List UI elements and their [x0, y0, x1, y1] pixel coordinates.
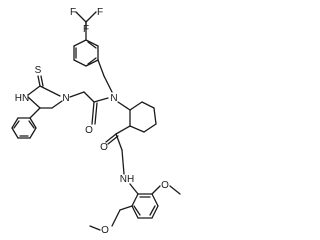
- bond-line: [153, 107, 157, 125]
- bond-line: [169, 185, 181, 195]
- bond-line: [143, 123, 157, 133]
- atom-label-s: S: [35, 65, 42, 76]
- bond-line: [117, 101, 131, 111]
- bond-line: [133, 205, 141, 216]
- atom-label-nh-amide: NH: [120, 174, 134, 185]
- bond-line: [69, 91, 85, 98]
- bond-line: [151, 185, 161, 195]
- bond-line: [129, 125, 145, 133]
- atom-label-hn: HN: [15, 93, 29, 104]
- bond-line: [131, 205, 139, 219]
- bond-line: [73, 59, 87, 67]
- bond-line: [115, 133, 123, 151]
- bond-line: [151, 205, 159, 219]
- bond-line: [13, 120, 20, 129]
- bond-line: [85, 11, 97, 23]
- bond-line: [11, 117, 19, 129]
- bond-line: [87, 41, 97, 49]
- bond-line: [103, 75, 113, 93]
- bond-line: [29, 107, 41, 119]
- bond-line: [37, 75, 41, 87]
- molecule-structure: F F F S HN N N O O NH O O: [11, 7, 181, 236]
- bond-line: [94, 102, 98, 125]
- bond-line: [149, 205, 156, 216]
- atom-label-f1: F: [70, 7, 76, 18]
- bond-line: [119, 205, 133, 211]
- bond-line: [97, 59, 105, 77]
- bond-line: [93, 97, 109, 103]
- bond-line: [89, 225, 101, 231]
- atom-label-o-amide: O: [100, 142, 108, 153]
- atom-label-n-ring: N: [62, 93, 69, 104]
- bond-line: [85, 59, 99, 67]
- bond-line: [28, 120, 35, 129]
- bond-line: [105, 133, 117, 143]
- bond-line: [129, 101, 143, 111]
- bond-line: [129, 183, 139, 195]
- bond-line: [131, 193, 139, 207]
- bond-line: [73, 39, 87, 47]
- bond-line: [29, 117, 37, 129]
- bond-line: [27, 96, 41, 109]
- bond-line: [40, 75, 44, 87]
- bond-line: [11, 127, 19, 139]
- bond-line: [91, 101, 95, 125]
- bond-line: [115, 125, 131, 135]
- atom-labels: F F F S HN N N O O NH O O: [15, 7, 169, 236]
- bond-line: [75, 11, 87, 23]
- atom-label-o-methoxy2: O: [101, 225, 109, 236]
- bond-line: [27, 85, 41, 96]
- atom-label-o-methoxy1: O: [161, 180, 169, 191]
- bond-line: [87, 57, 97, 65]
- atom-label-n-amine: N: [110, 93, 117, 104]
- bond-line: [85, 39, 99, 47]
- bond-line: [111, 209, 121, 227]
- bond-line: [51, 100, 63, 109]
- atom-label-f3: F: [83, 24, 89, 35]
- bond-line: [29, 127, 37, 139]
- atom-label-o-acyl: O: [85, 125, 93, 136]
- bond-line: [39, 85, 61, 97]
- bond-line: [141, 101, 155, 109]
- bond-line: [151, 193, 159, 207]
- bond-line: [121, 149, 125, 175]
- bond-lines: [11, 11, 181, 231]
- bond-line: [83, 91, 95, 103]
- atom-label-f2: F: [97, 7, 103, 18]
- bond-line: [107, 135, 119, 145]
